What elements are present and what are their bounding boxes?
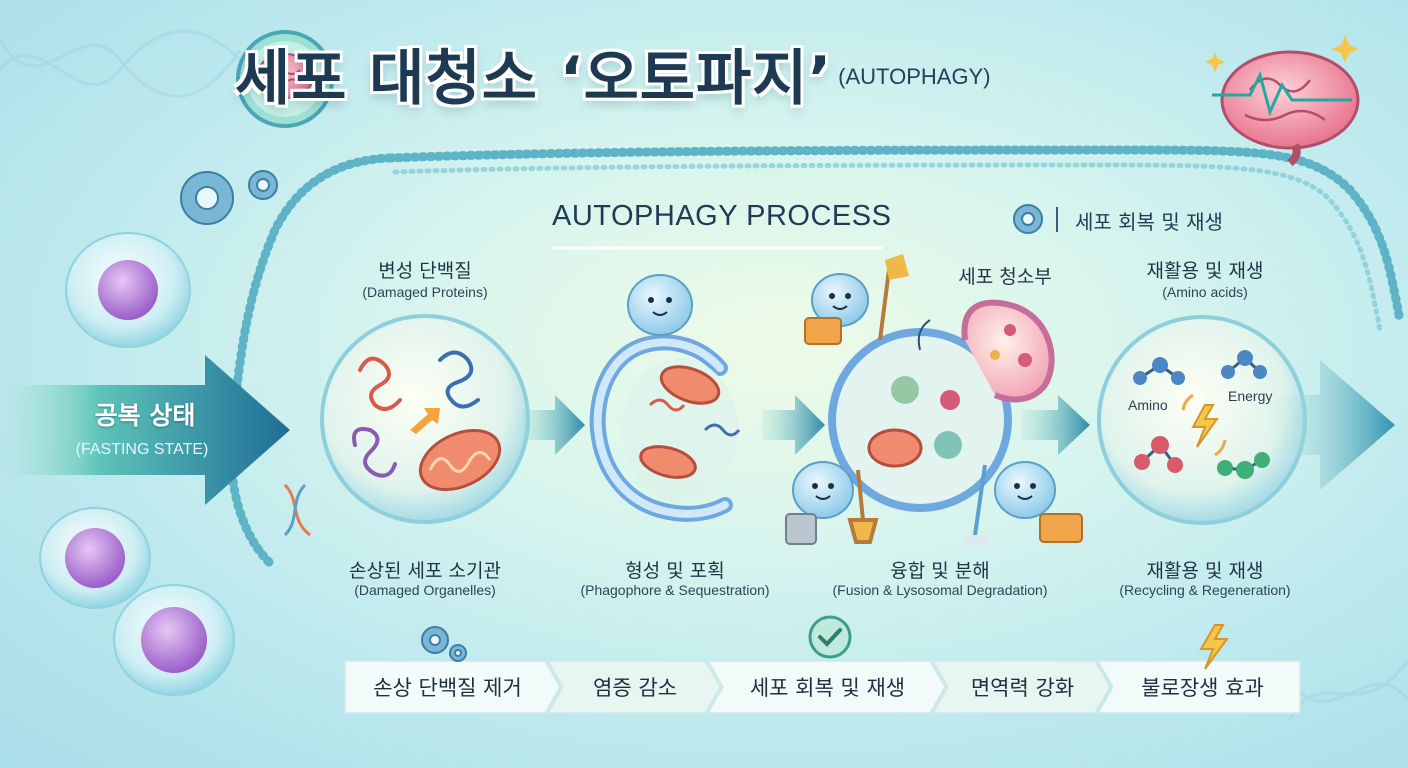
fasting-arrow xyxy=(0,355,290,505)
brain-badge xyxy=(236,30,334,128)
step1-label-en: (Damaged Organelles) xyxy=(354,582,496,598)
cell-membrane-inner xyxy=(392,162,1383,333)
step1-top-label-en: (Damaged Proteins) xyxy=(362,284,488,300)
step1-top-label: 변성 단백질 xyxy=(378,260,472,282)
cell-membrane-top xyxy=(385,145,1405,325)
benefit-item: 불로장생 효과 xyxy=(1141,676,1264,700)
step1-bubble xyxy=(320,314,530,524)
step2-phagophore xyxy=(589,274,741,522)
dna-helix-bottom-right xyxy=(1288,659,1408,721)
step-arrow-1 xyxy=(522,395,585,455)
process-title: AUTOPHAGY PROCESS xyxy=(552,200,892,232)
fasting-label-en: (FASTING STATE) xyxy=(75,441,209,458)
floating-cell-2 xyxy=(39,507,151,609)
title-block: 세포 대청소 ‘오토파지’ (AUTOPHAGY) xyxy=(235,28,991,118)
fasting-label: 공복 상태 xyxy=(94,401,196,430)
energy-label: Energy xyxy=(1228,388,1273,404)
benefits-ribbon xyxy=(344,660,1301,714)
benefit-item: 염증 감소 xyxy=(593,676,677,700)
result-arrow xyxy=(1270,360,1395,490)
benefit-item: 손상 단백질 제거 xyxy=(373,676,522,700)
page-title: 세포 대청소 ‘오토파지’ xyxy=(235,43,833,114)
step1-label: 손상된 세포 소기관 xyxy=(349,560,501,582)
page-subtitle: (AUTOPHAGY) xyxy=(838,64,991,89)
cell-membrane-outer xyxy=(226,153,395,570)
step4-bubble xyxy=(1097,315,1307,525)
recovery-title: 세포 회복 및 재생 xyxy=(1075,210,1223,234)
gear-icons-left xyxy=(180,170,278,225)
small-dna-icon xyxy=(283,483,311,537)
step-arrow-2 xyxy=(762,395,825,455)
step3-fusion xyxy=(785,254,1083,545)
floating-cell-1 xyxy=(65,232,191,348)
step4-top-label-en: (Amino acids) xyxy=(1162,284,1248,300)
lightning-icon xyxy=(1199,624,1229,670)
step3-label: 융합 및 분해 xyxy=(890,560,990,582)
recovery-gear-icon xyxy=(1013,204,1043,234)
step4-label: 재활용 및 재생 xyxy=(1146,560,1264,582)
brain-pulse-illustration xyxy=(1205,35,1360,167)
amino-label: Amino xyxy=(1128,397,1168,413)
step-arrow-3 xyxy=(1022,395,1090,455)
floating-cell-3 xyxy=(113,584,235,696)
step4-top-label: 재활용 및 재생 xyxy=(1146,260,1264,282)
benefit-item: 면역력 강화 xyxy=(970,676,1075,700)
step4-label-en: (Recycling & Regeneration) xyxy=(1119,582,1291,598)
cleaner-label: 세포 청소부 xyxy=(958,266,1052,288)
step2-label-en: (Phagophore & Sequestration) xyxy=(580,582,770,598)
step3-label-en: (Fusion & Lysosomal Degradation) xyxy=(832,582,1048,598)
step2-label: 형성 및 포획 xyxy=(625,560,725,582)
benefit-item: 세포 회복 및 재생 xyxy=(749,676,906,700)
check-badge-icon xyxy=(808,615,852,659)
benefit-gear-icon xyxy=(421,626,467,662)
dna-helix-top-left xyxy=(0,29,242,98)
